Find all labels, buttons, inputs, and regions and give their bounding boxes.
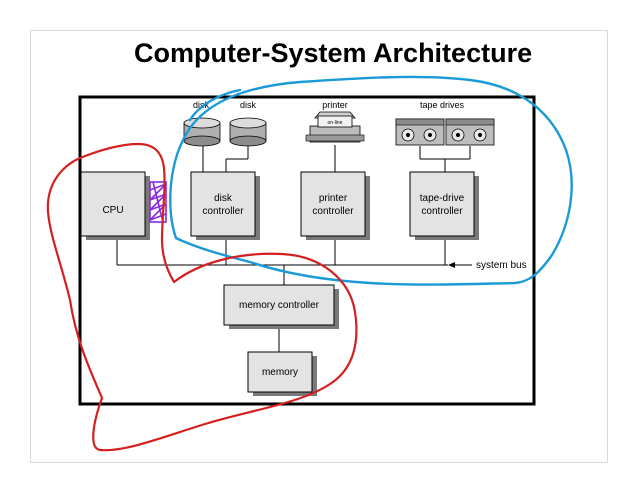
printer-label: printer [322,100,348,110]
bus-arrow-head [448,262,455,268]
slide-title: Computer-System Architecture [134,38,533,68]
disk-controller-label-2: controller [202,206,244,217]
printer-controller-label-1: printer [319,193,348,204]
disk-2-label: disk [240,100,257,110]
memory-controller-label: memory controller [239,300,320,311]
disk-2-icon [229,117,267,147]
blue-pen-annotation [169,75,573,286]
purple-scribble-annotation [149,181,167,223]
disk-1-icon [183,117,221,147]
cpu-label: CPU [102,205,123,216]
memory-controller-box [223,284,335,326]
cpu-box [80,171,146,237]
tape-controller-label-1: tape-drive [420,193,465,204]
memory-box [247,351,313,393]
tape-controller-box [409,171,475,237]
tape-drives-label: tape drives [420,100,465,110]
red-pen-annotation [46,142,358,452]
system-bus-label: system bus [476,260,527,271]
tape-controller-label-2: controller [421,206,463,217]
disk-controller-box [190,171,256,237]
tape-drive-1-icon [395,118,445,146]
printer-screen-label: on-line [327,120,342,126]
tape-drive-2-icon [445,118,495,146]
printer-icon: on-line [305,111,365,143]
memory-label: memory [262,367,298,378]
printer-controller-label-2: controller [312,206,354,217]
disk-controller-label-1: disk [214,193,233,204]
disk-1-label: disk [193,100,210,110]
printer-controller-box [300,171,366,237]
